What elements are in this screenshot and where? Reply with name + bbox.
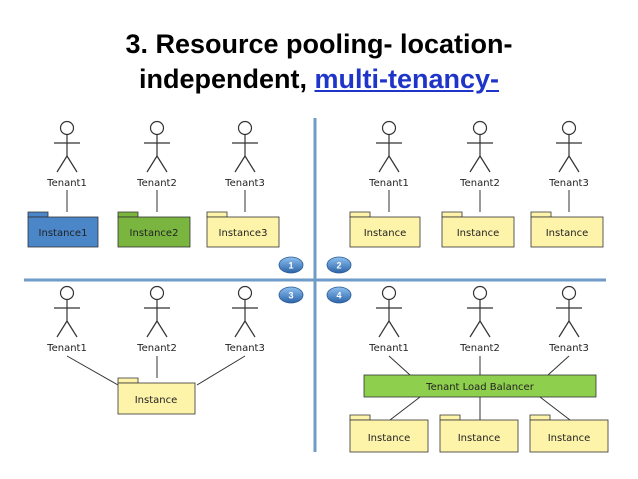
tenant-label: Tenant1 — [368, 343, 409, 354]
tenant-label: Tenant1 — [368, 178, 409, 189]
slide-title-line2: independent, multi-tenancy- — [0, 63, 638, 95]
tenant-label: Tenant2 — [136, 178, 177, 189]
svg-text:3: 3 — [288, 291, 293, 301]
instance-package: Instance — [439, 414, 519, 453]
svg-text:Instance2: Instance2 — [130, 228, 179, 239]
tenant-actor — [53, 120, 81, 173]
tenant-label: Tenant1 — [46, 178, 87, 189]
quadrant-badge-4: 4 — [326, 286, 352, 304]
svg-text:Instance: Instance — [457, 228, 500, 239]
tenant-actor — [231, 120, 259, 173]
svg-text:Instance1: Instance1 — [39, 228, 88, 239]
svg-text:Instance3: Instance3 — [219, 228, 268, 239]
tenant-actor — [375, 285, 403, 338]
svg-text:4: 4 — [336, 291, 341, 301]
shared-instance-package: Instance — [117, 377, 196, 415]
quadrant-4: Tenant1 Tenant2 Tenant3 Tenant Load Bala… — [349, 285, 609, 453]
tenant-load-balancer: Tenant Load Balancer — [363, 374, 597, 398]
instance-package: Instance2 — [117, 211, 191, 248]
instance-package: Instance1 — [27, 211, 99, 248]
slide-title-line1: 3. Resource pooling- location- — [125, 29, 513, 59]
tenant-label: Tenant3 — [548, 343, 589, 354]
svg-text:Instance: Instance — [368, 433, 411, 444]
tenant-label: Tenant3 — [548, 178, 589, 189]
tenant-label: Tenant3 — [224, 178, 265, 189]
instance-package: Instance3 — [206, 211, 280, 248]
tenant-actor — [466, 120, 494, 173]
quadrant-3: Tenant1 Tenant2 Tenant3 Instance — [46, 285, 265, 415]
title-plain-text: independent, — [138, 64, 307, 94]
tenant-label: Tenant1 — [46, 343, 87, 354]
svg-text:Instance: Instance — [548, 433, 591, 444]
quadrant-2: Tenant1 Tenant2 Tenant3 Instance Instanc… — [349, 120, 604, 248]
tenant-label: Tenant2 — [136, 343, 177, 354]
tenant-label: Tenant2 — [459, 343, 500, 354]
tenant-actor — [375, 120, 403, 173]
svg-text:1: 1 — [288, 261, 293, 271]
tenant-label: Tenant2 — [459, 178, 500, 189]
instance-package: Instance — [349, 211, 421, 248]
svg-text:Instance: Instance — [458, 433, 501, 444]
quadrant-badge-3: 3 — [278, 286, 304, 304]
tenant-actor — [555, 120, 583, 173]
quadrant-badge-1: 1 — [278, 256, 304, 274]
tenant-actor — [53, 285, 81, 338]
quadrant-badge-2: 2 — [326, 256, 352, 274]
svg-text:Tenant Load Balancer: Tenant Load Balancer — [425, 382, 535, 393]
tenant-actor — [143, 285, 171, 338]
tenant-actor — [466, 285, 494, 338]
instance-package: Instance — [349, 414, 429, 453]
tenant-actor — [555, 285, 583, 338]
tenant-label: Tenant3 — [224, 343, 265, 354]
instance-package: Instance — [529, 414, 609, 453]
multi-tenancy-link[interactable]: multi-tenancy- — [314, 64, 500, 94]
tenant-actor — [231, 285, 259, 338]
svg-text:Instance: Instance — [364, 228, 407, 239]
svg-text:2: 2 — [336, 261, 341, 271]
svg-text:Instance: Instance — [546, 228, 589, 239]
quadrant-1: Tenant1 Tenant2 Tenant3 Instance1 Instan… — [27, 120, 280, 248]
svg-text:Instance: Instance — [135, 395, 178, 406]
tenant-actor — [143, 120, 171, 173]
instance-package: Instance — [530, 211, 604, 248]
instance-package: Instance — [441, 211, 515, 248]
